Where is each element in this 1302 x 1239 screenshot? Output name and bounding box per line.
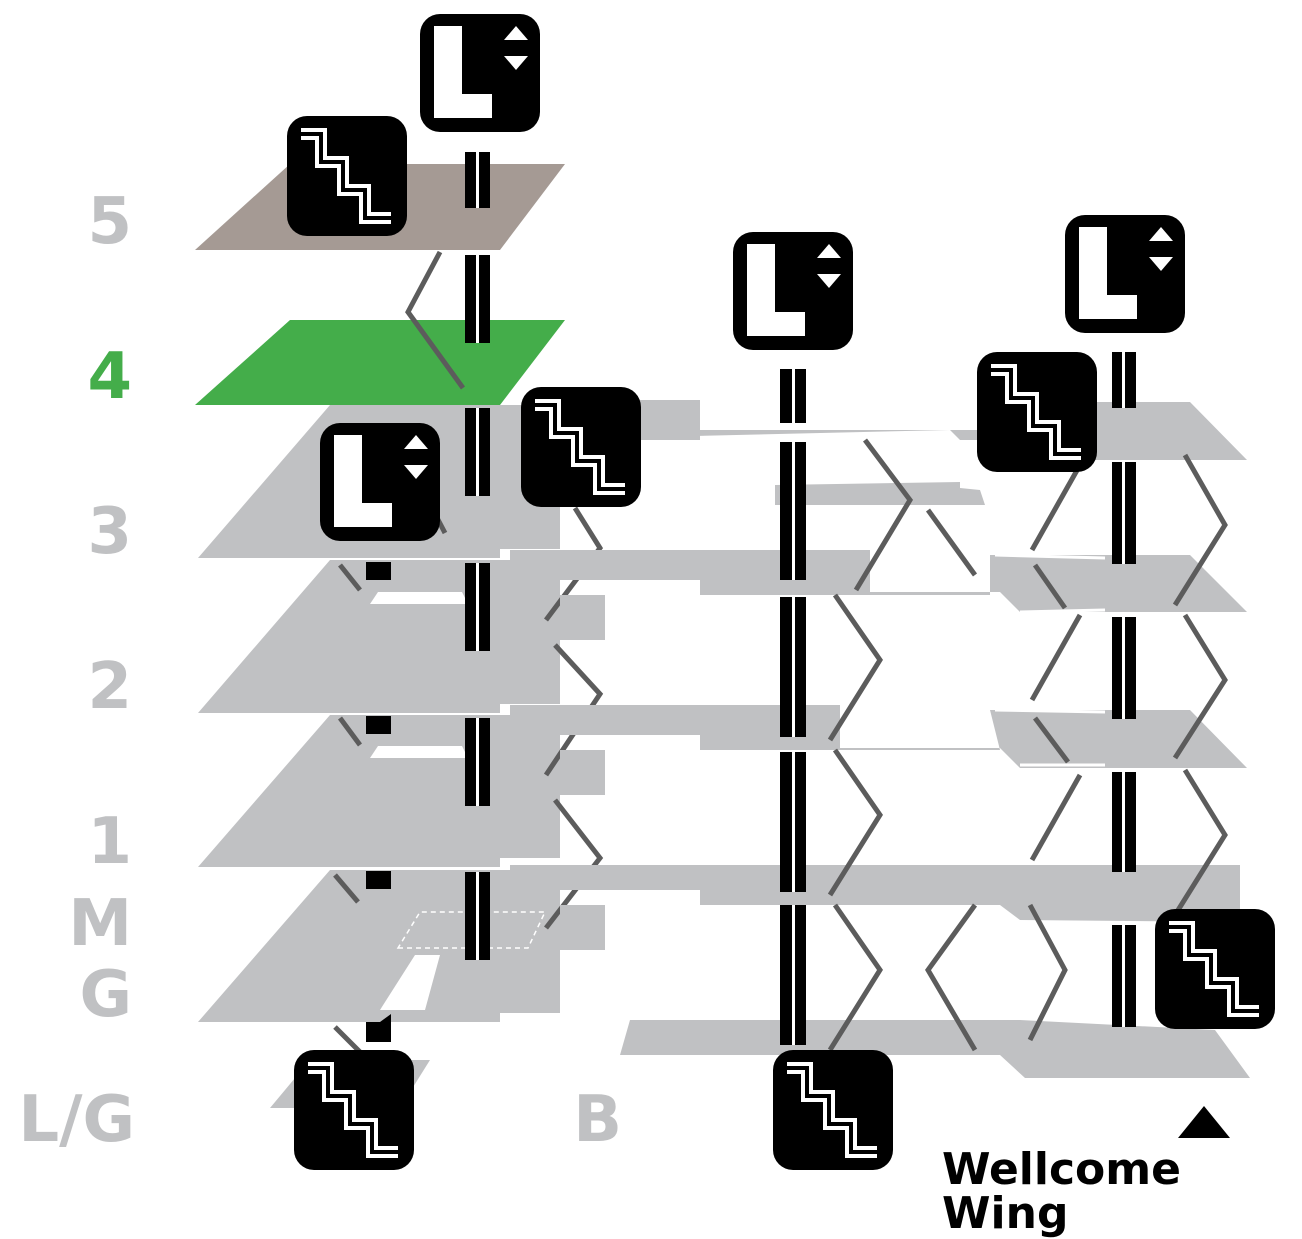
floor-plate-g-left (198, 870, 560, 1022)
lift-icon (420, 14, 540, 132)
stair-connector (827, 438, 1228, 1052)
floor-label-1: 1 (87, 805, 132, 879)
floor-label-g: G (79, 958, 132, 1032)
stair-connector (333, 250, 604, 1054)
stairs-icon (294, 1050, 414, 1170)
lift-shaft-divider (476, 152, 479, 960)
floor-plate (510, 705, 1247, 768)
floor-label-2: 2 (87, 650, 132, 724)
mezzanine-outline (396, 911, 547, 949)
stairs-icon (1155, 909, 1275, 1029)
floor-label-lg: L/G (18, 1083, 135, 1157)
floor-plate-4-active (195, 320, 565, 405)
floor-void (380, 955, 440, 1010)
lift-icon (1065, 215, 1185, 333)
wellcome-wing (510, 352, 1250, 1078)
floor-diagram (195, 14, 1302, 1201)
floor-plate (560, 595, 605, 640)
floor-plate (560, 905, 605, 950)
floor-void (855, 718, 960, 730)
wing-caption: Wellcome Wing (942, 1144, 1181, 1239)
stairs-icon (977, 352, 1097, 472)
stairs-icon (521, 387, 641, 507)
lift-shaft-divider (792, 352, 1125, 1045)
floor-plate (620, 1020, 1250, 1078)
stairs-icon (773, 1050, 893, 1170)
floor-label-3: 3 (87, 495, 132, 569)
floor-label-5: 5 (87, 185, 132, 259)
stairs-icon (287, 116, 407, 236)
floor-plate-1-left (198, 715, 560, 867)
lift-icon (320, 423, 440, 541)
floor-label-b: B (573, 1083, 622, 1157)
floor-plate (510, 550, 1247, 612)
floor-plate (560, 750, 605, 795)
floor-label-m: M (68, 887, 132, 961)
floor-plate (510, 865, 1240, 922)
lift-icon (733, 232, 853, 350)
floor-plate (775, 482, 985, 505)
floor-plate-2-left (198, 560, 560, 713)
bridge-connector (994, 553, 1106, 767)
floor-void (370, 592, 468, 604)
floor-label-4: 4 (87, 340, 132, 414)
left-building (195, 152, 604, 1108)
up-triangle-icon (1178, 1106, 1230, 1138)
floor-void (370, 746, 468, 758)
